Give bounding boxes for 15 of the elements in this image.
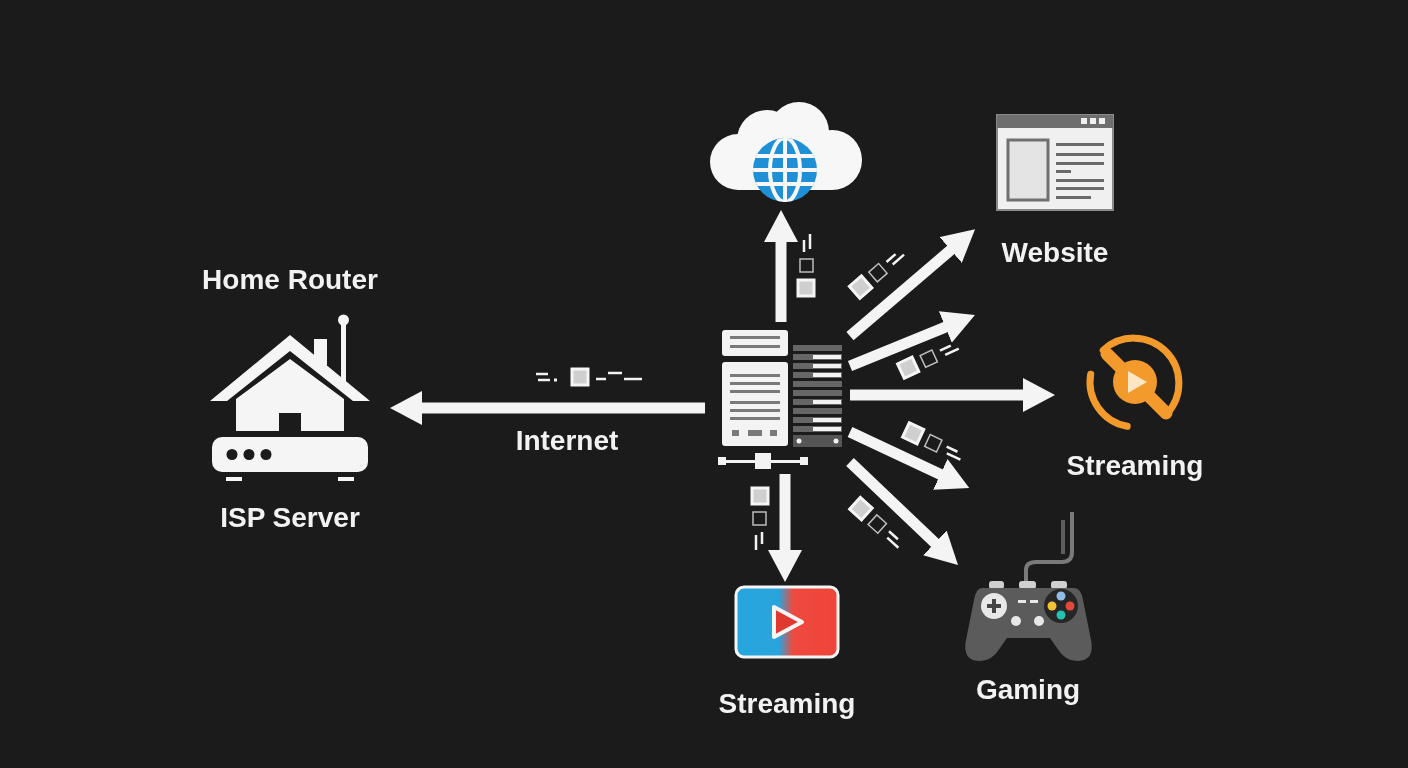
arrow bbox=[846, 229, 976, 341]
node-label: ISP Server bbox=[220, 501, 360, 535]
edge-label: Internet bbox=[515, 424, 619, 458]
arrow bbox=[764, 210, 798, 322]
arrow bbox=[847, 311, 975, 372]
arrow bbox=[850, 378, 1055, 412]
node-label: Gaming bbox=[975, 673, 1081, 707]
arrow bbox=[847, 427, 970, 490]
arrow bbox=[846, 458, 959, 565]
node-label: Website bbox=[1001, 236, 1109, 270]
node-label: Streaming bbox=[718, 687, 856, 721]
node-label: Streaming bbox=[1066, 449, 1204, 483]
node-label: Home Router bbox=[202, 263, 378, 297]
arrow bbox=[390, 391, 705, 425]
arrow bbox=[768, 474, 802, 582]
